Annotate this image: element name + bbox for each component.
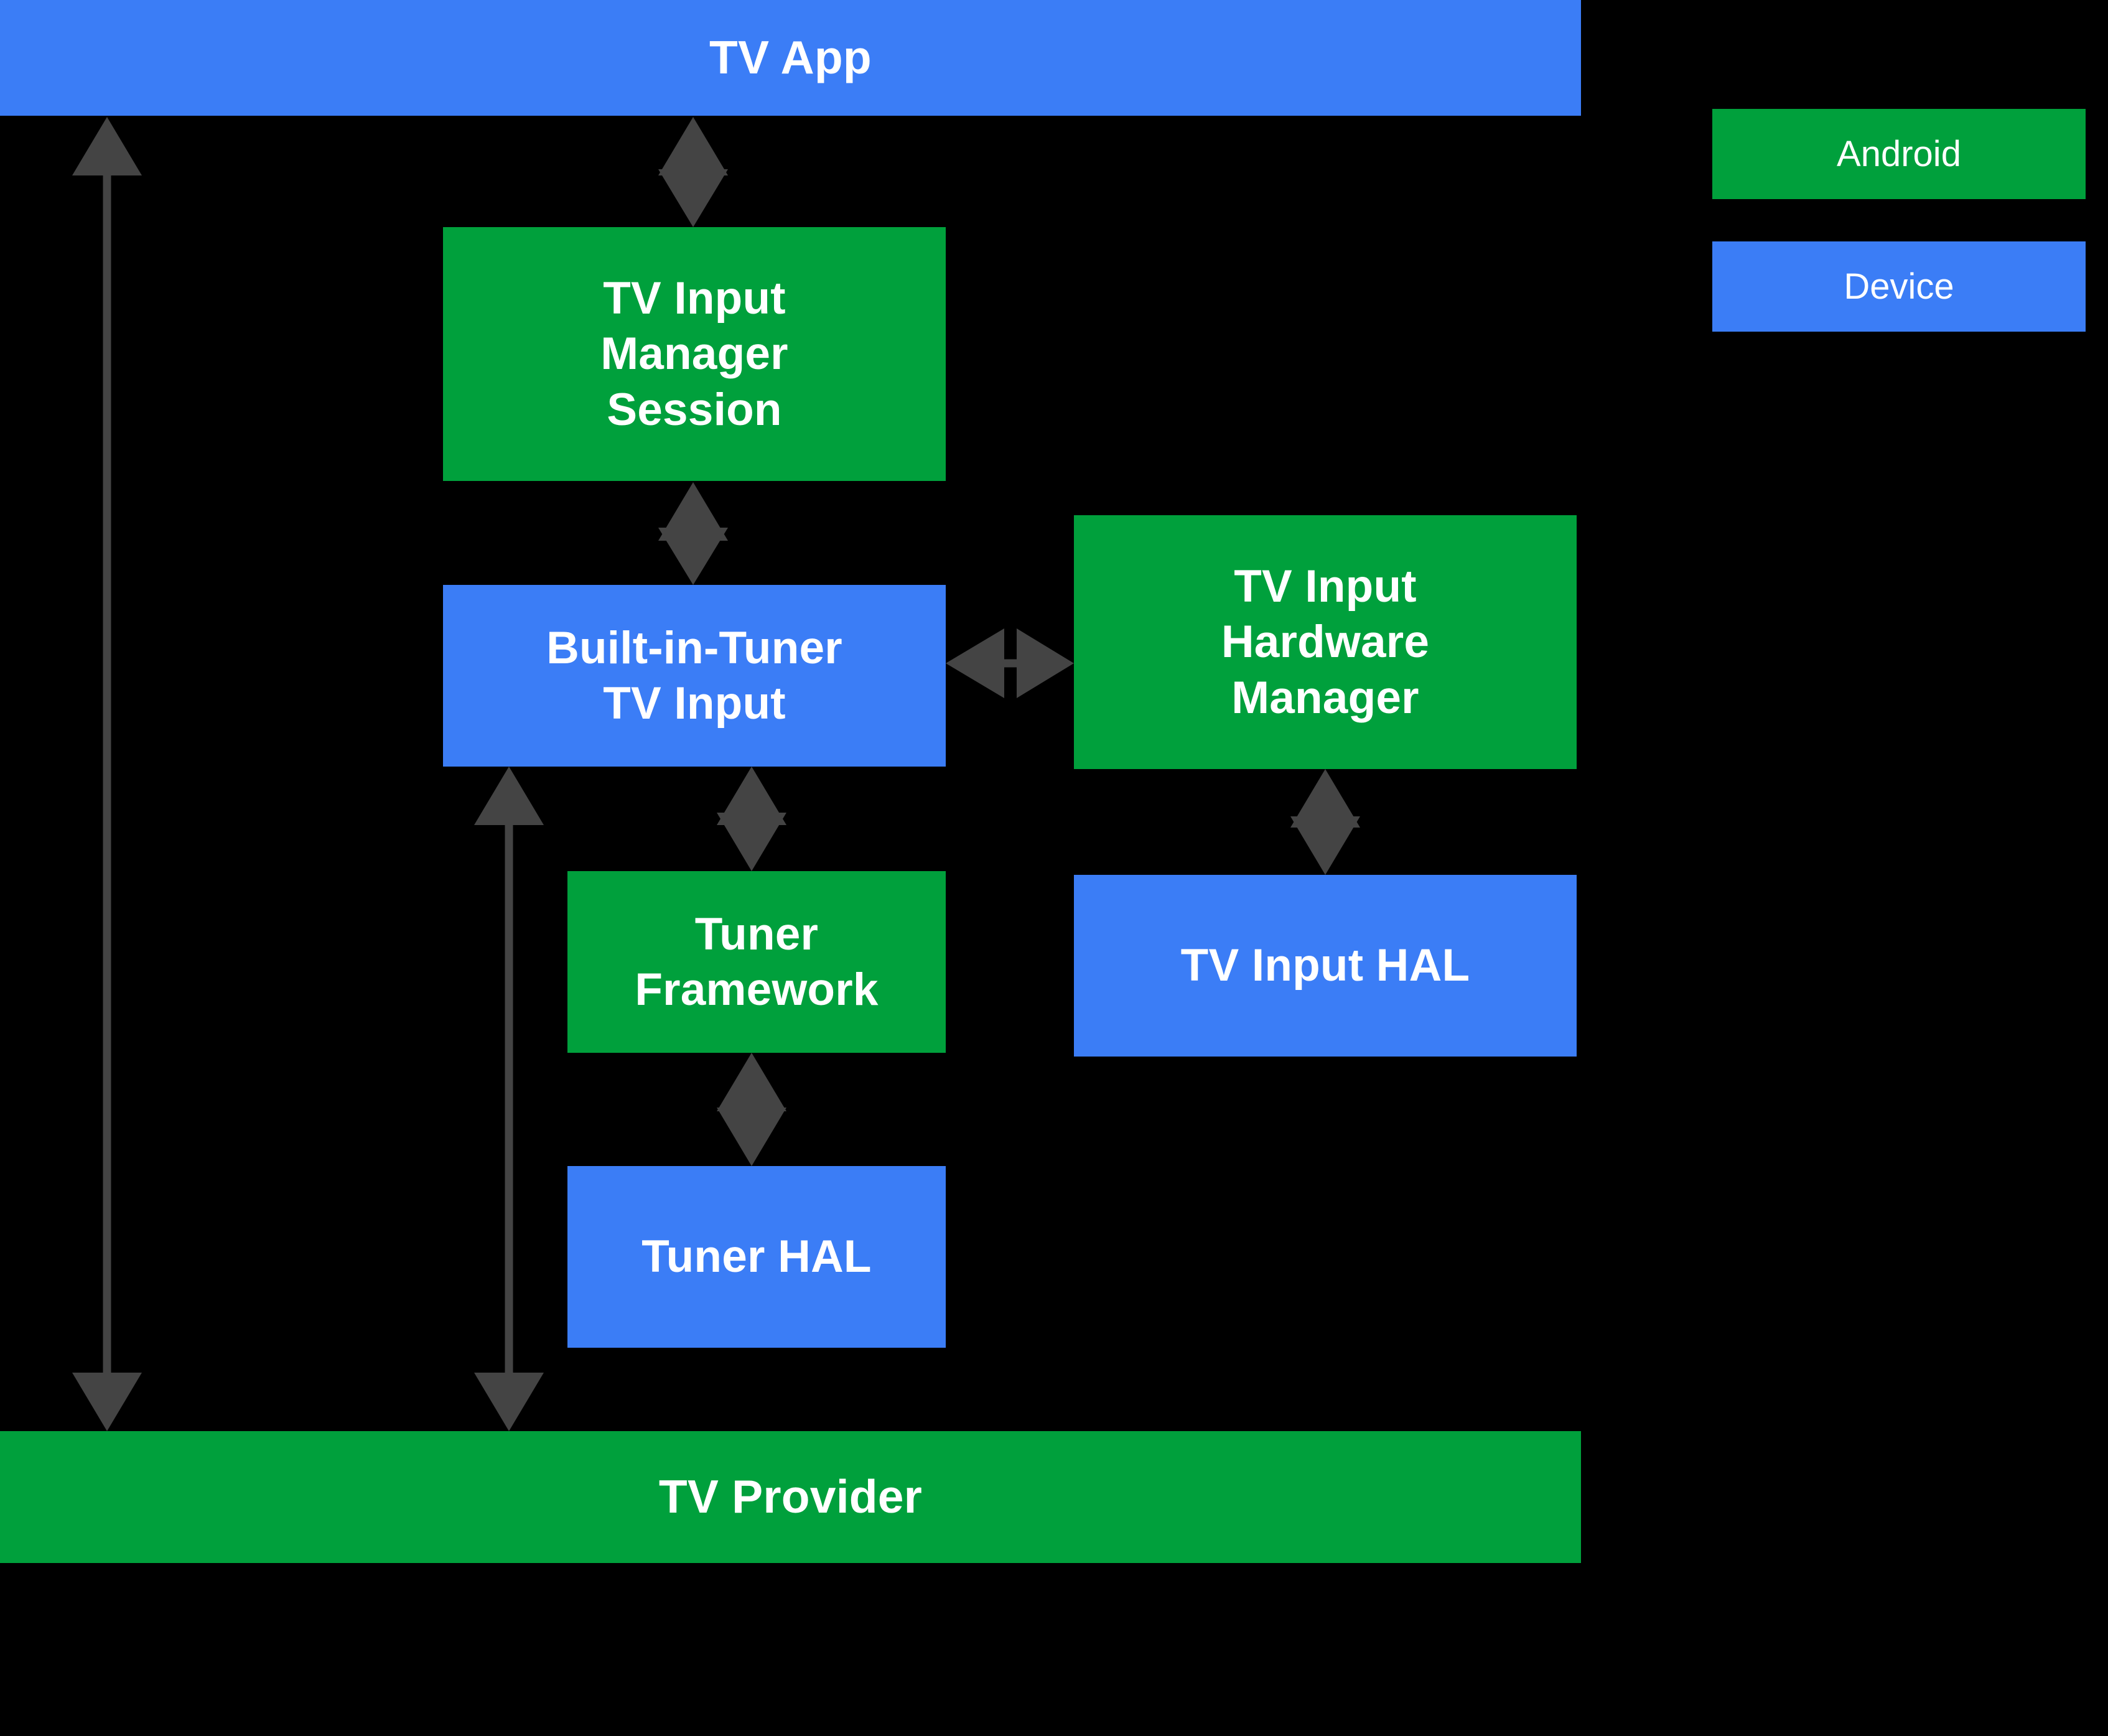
box-built-in-tuner-tv-input[interactable]: Built-in-Tuner TV Input xyxy=(443,585,946,767)
box-tv-input-manager-session[interactable]: TV Input Manager Session xyxy=(443,227,946,481)
box-tuner-hal[interactable]: Tuner HAL xyxy=(567,1166,946,1348)
legend-item-android: Android xyxy=(1712,109,2086,199)
arrow-tv-app-to-tv-input-manager-session xyxy=(658,117,728,227)
arrow-built-in-tuner-to-tv-input-hardware-manager xyxy=(946,628,1074,698)
arrow-tv-input-manager-session-to-built-in-tuner xyxy=(658,482,728,585)
box-tv-app[interactable]: TV App xyxy=(0,0,1581,116)
box-tv-provider[interactable]: TV Provider xyxy=(0,1431,1581,1563)
arrow-built-in-tuner-to-tuner-framework xyxy=(717,767,786,871)
arrow-tv-app-to-tv-provider xyxy=(72,117,142,1431)
box-tv-input-hardware-manager[interactable]: TV Input Hardware Manager xyxy=(1074,515,1577,769)
box-tuner-framework[interactable]: Tuner Framework xyxy=(567,871,946,1053)
arrow-tv-input-hardware-manager-to-tv-input-hal xyxy=(1290,769,1360,875)
arrow-built-in-tuner-to-tv-provider xyxy=(474,767,544,1431)
box-tv-input-hal[interactable]: TV Input HAL xyxy=(1074,875,1577,1057)
arrow-tuner-framework-to-tuner-hal xyxy=(717,1053,786,1166)
legend-item-device: Device xyxy=(1712,241,2086,332)
